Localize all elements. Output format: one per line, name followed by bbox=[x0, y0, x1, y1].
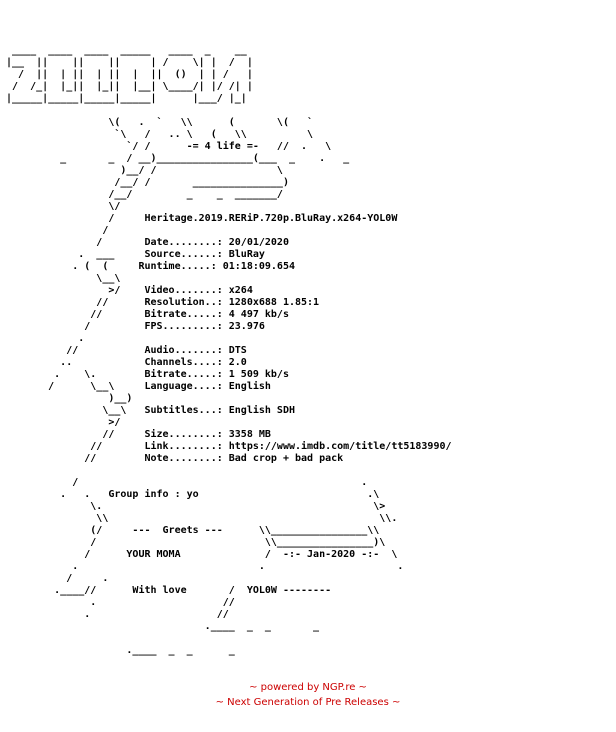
nfo-line: ____ ____ ____ _____ ____ _ __ bbox=[12, 45, 247, 56]
nfo-line: .____ _ _ _ bbox=[204, 621, 320, 632]
nfo-line: / \\________________)\ bbox=[90, 537, 386, 548]
nfo-line: |_____|_____|_____|_____| |___/ |_| bbox=[6, 93, 247, 104]
nfo-line: . . Group info : yo .\ bbox=[60, 489, 380, 500]
nfo-line: / \__\ Language....: English bbox=[48, 381, 271, 392]
nfo-line: |__ || || || | / \| | / | bbox=[6, 57, 253, 68]
nfo-line: / || | || | || | || () | | / | bbox=[18, 69, 253, 80]
nfo-line: / Date........: 20/01/2020 bbox=[96, 237, 289, 248]
nfo-line: / Heritage.2019.RERiP.720p.BluRay.x264-Y… bbox=[108, 213, 398, 224]
nfo-line: /__/ / _______________) bbox=[114, 177, 289, 188]
nfo-line: // Note........: Bad crop + bad pack bbox=[84, 453, 344, 464]
nfo-line: >/ bbox=[108, 417, 121, 428]
footer-tagline: ~ Next Generation of Pre Releases ~ bbox=[215, 697, 401, 708]
nfo-line: _ _ / __)________________(___ _ . _ bbox=[60, 153, 350, 164]
nfo-line: // Bitrate.....: 4 497 kb/s bbox=[90, 309, 289, 320]
nfo-line: `\ / .. \ ( \\ \ bbox=[114, 129, 314, 140]
nfo-line: \__\ Subtitles...: English SDH bbox=[102, 405, 295, 416]
nfo-line: )__) bbox=[108, 393, 133, 404]
nfo-line: \. \> bbox=[90, 501, 386, 512]
nfo-line: . ( ( Runtime.....: 01:18:09.654 bbox=[72, 261, 295, 272]
nfo-ascii-text: ____ ____ ____ _____ ____ _ __ |__ || ||… bbox=[6, 33, 452, 657]
nfo-line: \( . ` \\ ( \( ` bbox=[108, 117, 314, 128]
nfo-line: // Link........: https://www.imdb.com/ti… bbox=[90, 441, 452, 452]
nfo-line: \\ \\. bbox=[96, 513, 398, 524]
nfo-line: >/ Video.......: x264 bbox=[108, 285, 253, 296]
nfo-line: . // bbox=[84, 609, 229, 620]
nfo-line: / . bbox=[66, 573, 109, 584]
nfo-line: \/ bbox=[108, 201, 121, 212]
nfo-line: // Size........: 3358 MB bbox=[102, 429, 271, 440]
nfo-line: / . bbox=[72, 477, 368, 488]
nfo-line: \__\ bbox=[96, 273, 121, 284]
nfo-line: (/ --- Greets --- \\________________\\ bbox=[90, 525, 380, 536]
nfo-line: .____ _ _ _ bbox=[126, 645, 235, 656]
nfo-line: )__/ / \ bbox=[120, 165, 283, 176]
nfo-line: .____// With love / YOL0W -------- bbox=[54, 585, 332, 596]
nfo-line: // Audio.......: DTS bbox=[66, 345, 247, 356]
nfo-line: . . . bbox=[72, 561, 404, 572]
nfo-line: / YOUR MOMA / -:- Jan-2020 -:- \ bbox=[84, 549, 398, 560]
nfo-line: .. Channels....: 2.0 bbox=[60, 357, 247, 368]
nfo-line: / /_| |_|| |_|| |__| \____/| |/ /| | bbox=[12, 81, 253, 92]
footer: ~ powered by NGP.re ~ ~ Next Generation … bbox=[0, 680, 616, 710]
nfo-line: // Resolution..: 1280x688 1.85:1 bbox=[96, 297, 320, 308]
nfo-line: . \. Bitrate.....: 1 509 kb/s bbox=[54, 369, 289, 380]
nfo-line: / bbox=[102, 225, 109, 236]
footer-powered-by: ~ powered by NGP.re ~ bbox=[249, 682, 367, 693]
nfo-line: . bbox=[78, 333, 85, 344]
nfo-line: / FPS.........: 23.976 bbox=[84, 321, 265, 332]
nfo-line: . // bbox=[90, 597, 235, 608]
nfo-line: /__/ _ _ _______/ bbox=[108, 189, 283, 200]
nfo-line: `/ / -= 4 life =- // . \ bbox=[126, 141, 332, 152]
nfo-line: . ___ Source......: BluRay bbox=[78, 249, 265, 260]
